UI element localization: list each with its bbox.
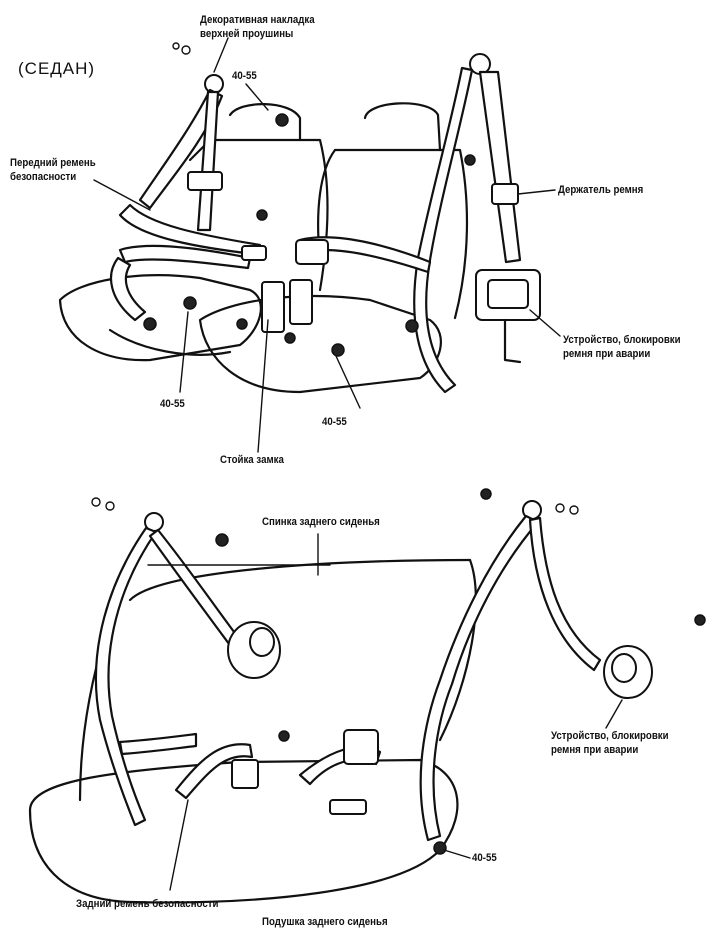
locking-device-bottom-label-line1: Устройство, блокировки bbox=[551, 730, 669, 742]
rear-seat bbox=[28, 558, 477, 904]
front-belt-right bbox=[261, 53, 541, 394]
front-belt-label-line1: Передний ремень bbox=[10, 157, 96, 169]
rear-cushion-label: Подушка заднего сиденья bbox=[262, 916, 388, 928]
buckle-post-label: Стойка замка bbox=[220, 454, 284, 466]
torque-lower-left-label: 40-55 bbox=[160, 398, 185, 410]
variant-label: (СЕДАН) bbox=[18, 59, 96, 78]
rear-belt-left bbox=[91, 497, 290, 827]
torque-lower-right-label: 40-55 bbox=[322, 416, 347, 428]
top-leader-lines bbox=[93, 37, 561, 453]
torque-bottom-label: 40-55 bbox=[472, 852, 497, 864]
decorative-cover-label-line1: Декоративная накладка bbox=[200, 14, 315, 26]
locking-device-top-label-line2: ремня при аварии bbox=[563, 348, 651, 360]
locking-device-top-label-line1: Устройство, блокировки bbox=[563, 334, 681, 346]
bottom-leader-lines bbox=[147, 533, 623, 891]
rear-seatback-label: Спинка заднего сиденья bbox=[262, 516, 380, 528]
decorative-cover-label-line2: верхней проушины bbox=[200, 28, 294, 40]
front-belt-label-line2: безопасности bbox=[10, 171, 77, 183]
rear-belt-label: Задний ремень безопасности bbox=[76, 898, 219, 910]
front-seat-left bbox=[58, 103, 329, 362]
locking-device-bottom-label-line2: ремня при аварии bbox=[551, 744, 639, 756]
rear-belt-right bbox=[298, 488, 706, 855]
belt-holder-label: Держатель ремня bbox=[558, 184, 644, 196]
torque-upper-label: 40-55 bbox=[232, 70, 257, 82]
front-belt-left bbox=[109, 42, 289, 331]
